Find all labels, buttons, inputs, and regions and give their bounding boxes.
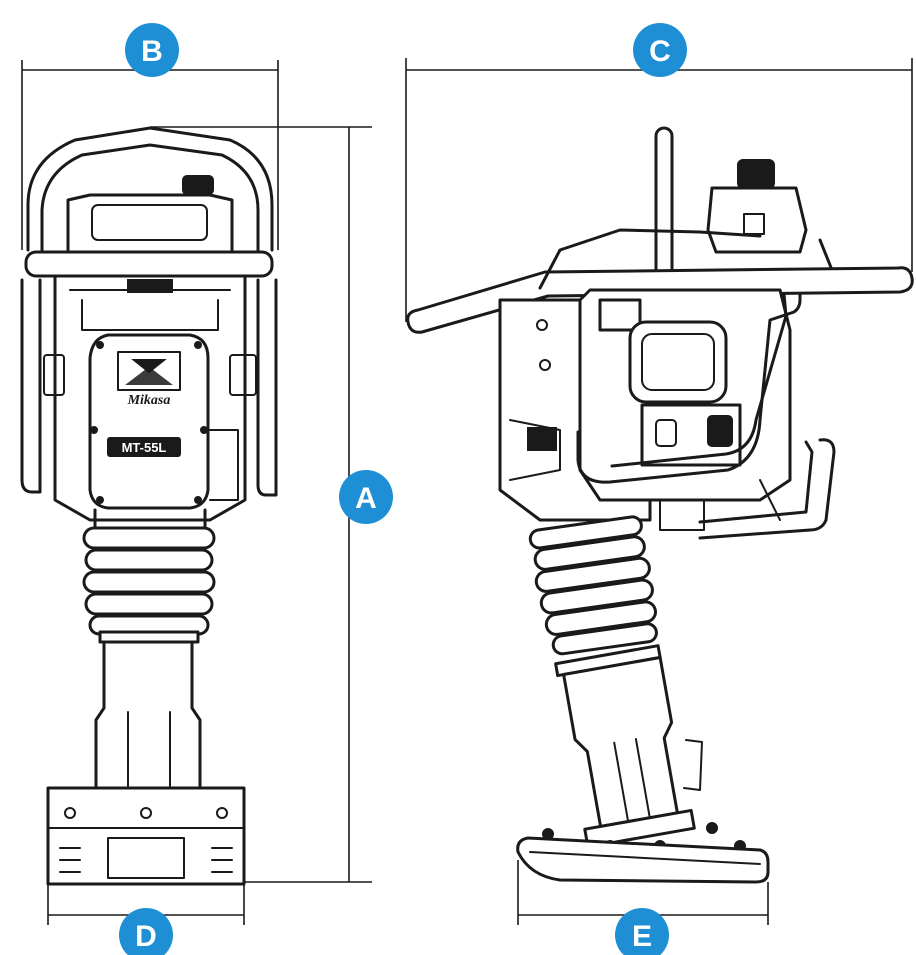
dimension-badge-c: C [633, 23, 687, 77]
dimension-label-a: A [355, 482, 377, 515]
side-view-rammer [406, 126, 914, 884]
dimension-badge-a: A [339, 470, 393, 524]
side-bellows [528, 515, 658, 656]
dimension-label-c: C [649, 35, 671, 68]
brand-logo-text: Mikasa [127, 393, 171, 408]
dimension-badge-d: D [119, 908, 173, 955]
dimension-badge-b: B [125, 23, 179, 77]
front-bellows [82, 526, 216, 636]
front-view-rammer: Mikasa MT-55L [20, 126, 278, 886]
dimension-label-e: E [632, 920, 652, 953]
model-plate-text: MT-55L [122, 440, 167, 455]
dimension-badge-e: E [615, 908, 669, 955]
dimension-label-d: D [135, 920, 157, 953]
dimension-label-b: B [141, 35, 163, 68]
